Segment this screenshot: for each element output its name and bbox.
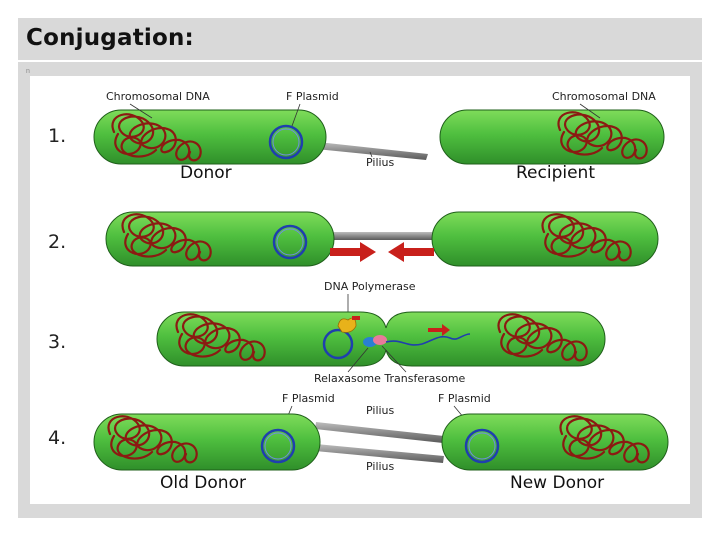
- f-plasmid-old-donor: [260, 428, 296, 464]
- pilius-label-4-top: Pilius: [366, 404, 395, 417]
- donor-label: Donor: [180, 163, 232, 183]
- relaxasome-shape: [373, 335, 387, 345]
- f-plasmid-new-label: F Plasmid: [438, 392, 491, 405]
- arrow-right-step-2: [330, 242, 376, 262]
- chromosomal-dna-label-right: Chromosomal DNA: [552, 90, 656, 103]
- pilius-label-4-bottom: Pilius: [366, 460, 395, 473]
- step-1-group: Chromosomal DNA F Plasmid Chromosomal DN…: [93, 90, 665, 183]
- corner-mark: n: [26, 68, 30, 75]
- pilus-step-1: [316, 142, 428, 160]
- f-plasmid-donor-1: [268, 124, 304, 160]
- arrow-left-step-2: [388, 242, 434, 262]
- step-2-label: 2.: [48, 231, 66, 253]
- step-4-label: 4.: [48, 427, 66, 449]
- new-donor-label: New Donor: [510, 473, 604, 493]
- pilus-step-4-top: [315, 422, 444, 443]
- dna-polymerase-label: DNA Polymerase: [324, 280, 416, 293]
- f-plasmid-old-label: F Plasmid: [282, 392, 335, 405]
- title-bar: [18, 18, 702, 62]
- old-donor-cell: [93, 413, 321, 471]
- f-plasmid-new-donor: [464, 428, 500, 464]
- old-donor-label: Old Donor: [160, 473, 246, 493]
- relaxasome-transferasome-label: Relaxasome Transferasome: [314, 372, 466, 385]
- slide-title: Conjugation:: [26, 25, 194, 51]
- step-3-label: 3.: [48, 331, 66, 353]
- recipient-label: Recipient: [516, 163, 595, 183]
- step-2-group: [105, 211, 659, 267]
- f-plasmid-donor-2: [272, 224, 308, 260]
- new-donor-cell: [441, 413, 669, 471]
- step-3-group: DNA Polymerase Relaxasome Transferasome: [156, 280, 606, 385]
- pilus-step-2: [328, 232, 436, 240]
- step-4-group: F Plasmid F Plasmid Pilius Pilius Old Do…: [93, 392, 669, 493]
- pilius-label-1: Pilius: [366, 156, 395, 169]
- pilus-step-4-bottom: [315, 444, 444, 463]
- chromosomal-dna-label-left: Chromosomal DNA: [106, 90, 210, 103]
- transferred-dna-strand: [385, 333, 471, 346]
- f-plasmid-step-3: [322, 328, 354, 360]
- f-plasmid-label-1: F Plasmid: [286, 90, 339, 103]
- conjugation-svg: 1. 2. 3. 4. Chromosomal DNA F Plasmid Ch…: [48, 90, 669, 493]
- step-1-label: 1.: [48, 125, 66, 147]
- arrow-transfer-step-3: [428, 324, 450, 336]
- conjugation-diagram: 1. 2. 3. 4. Chromosomal DNA F Plasmid Ch…: [30, 76, 690, 504]
